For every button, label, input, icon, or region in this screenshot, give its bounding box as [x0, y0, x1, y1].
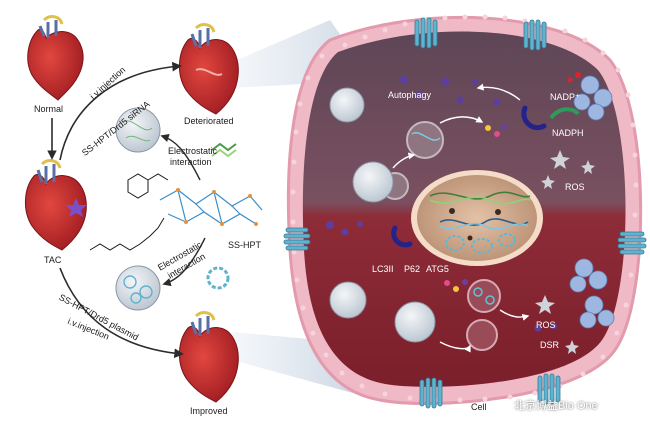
arrow-polymer-to-plasmid-np	[162, 237, 206, 287]
label-ros-bottom: ROS	[536, 320, 556, 330]
watermark: 北京博益Bio One	[514, 400, 598, 412]
heart-tac	[25, 159, 87, 251]
nucleus	[417, 175, 537, 261]
receptor-bottom-right	[537, 373, 561, 405]
arrow-tac-to-deteriorated	[59, 61, 182, 161]
label-p62: P62	[404, 264, 421, 274]
receptor-top-left	[414, 17, 438, 49]
autophagosome-bottom-1	[467, 279, 501, 313]
sirna-nanoparticle	[115, 107, 161, 153]
purple-particles	[326, 76, 557, 332]
ros-stars-top	[541, 150, 595, 189]
protein-cluster-bottom-right	[579, 295, 615, 329]
label-lc3ii: LC3II	[372, 264, 394, 274]
label-tac: TAC	[44, 255, 62, 265]
label-atg5: ATG5	[426, 264, 449, 274]
cell-nanoparticle-mid	[352, 161, 394, 203]
autophagosome-top	[406, 121, 444, 159]
cell-nanoparticle-top	[329, 87, 365, 123]
sirna-strand	[211, 142, 237, 158]
ss-hpt-polymer-nodes	[176, 188, 258, 226]
label-autophagy: Autophagy	[388, 90, 432, 100]
colored-dots	[444, 72, 581, 292]
label-electrostatic-top-1: Electrostatic	[168, 146, 218, 156]
nuclear-dots	[449, 208, 501, 241]
label-dsr: DSR	[540, 340, 560, 350]
nuclear-dna	[429, 191, 531, 230]
label-nadp: NADP⁺	[550, 92, 580, 102]
protein-cluster-top-right	[573, 75, 613, 121]
label-cell: Cell	[471, 402, 487, 412]
autophagosome-bottom-2	[466, 319, 498, 351]
cell-nanoparticle-low	[329, 281, 367, 319]
ros-stars-bottom	[535, 295, 579, 354]
receptor-left	[283, 227, 311, 251]
label-electrostatic-top-2: interaction	[170, 157, 212, 167]
receptor-top-right	[523, 19, 547, 51]
arrow-polymer-to-sirna-np	[160, 133, 201, 181]
label-nadph: NADPH	[552, 128, 584, 138]
heart-normal	[27, 15, 84, 101]
label-deteriorated: Deteriorated	[184, 116, 234, 126]
nuclear-plasmids	[445, 233, 516, 254]
heart-deteriorated	[179, 23, 239, 115]
receptor-bottom-left	[419, 377, 443, 409]
plasmid-ring	[206, 266, 230, 290]
arrow-tac-to-improved	[59, 267, 184, 359]
enzyme-mid	[391, 225, 413, 248]
label-improved: Improved	[190, 406, 228, 416]
label-normal: Normal	[34, 104, 64, 114]
receptor-right	[617, 231, 647, 255]
process-arrows	[392, 83, 530, 353]
label-ss-hpt: SS-HPT	[228, 240, 262, 250]
molecule-structure	[89, 173, 169, 251]
label-ros-top: ROS	[565, 182, 585, 192]
plasmid-nanoparticle	[115, 265, 161, 311]
heart-improved	[179, 311, 239, 403]
nadp-arrow	[549, 107, 580, 120]
enzyme-top	[521, 105, 547, 130]
projection-beam-bottom	[232, 332, 360, 395]
ss-hpt-polymer	[159, 189, 263, 225]
cell-nanoparticle-bottom	[394, 301, 436, 343]
tac-damage-star	[65, 198, 87, 217]
cell	[283, 14, 647, 409]
protein-cluster-right	[569, 258, 608, 293]
